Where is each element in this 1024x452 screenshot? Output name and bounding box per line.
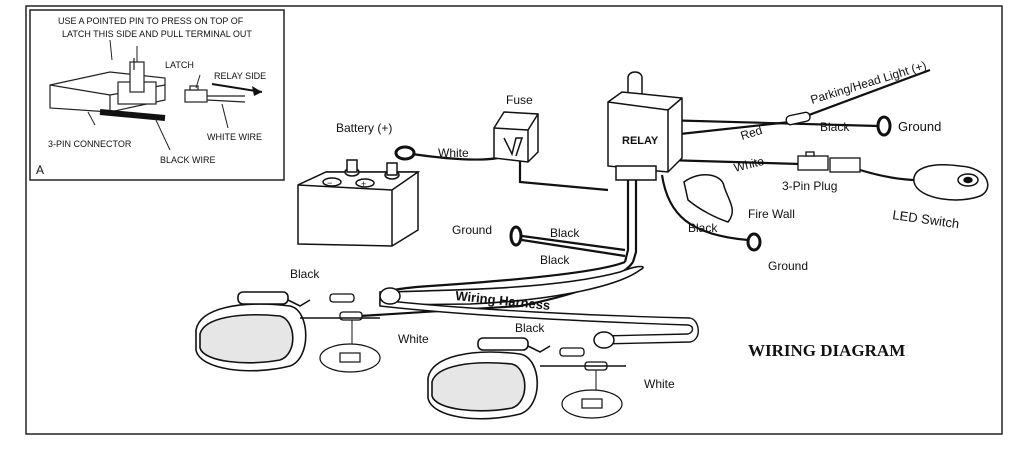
ground-left-label: Ground [452, 223, 492, 237]
svg-text:+: + [361, 179, 366, 189]
battery-white-label: White [438, 146, 469, 160]
right-lamp-detail-connector-icon [581, 398, 603, 409]
wire-relay-to-plug [664, 158, 801, 166]
battery-terminal-ring-icon [394, 145, 416, 161]
ground-right-label: Ground [768, 259, 808, 273]
latch-terminal-icon [184, 85, 246, 103]
ground-left-ring-icon [509, 225, 523, 247]
relay-black-label: Black [820, 120, 850, 134]
plug-label: 3-Pin Plug [782, 179, 837, 193]
black-wire-pointer [154, 117, 171, 151]
inset-border [29, 9, 285, 181]
plug-white-label: White [732, 154, 765, 175]
firewall-black-label: Black [688, 221, 718, 235]
led-switch-icon [913, 164, 989, 201]
three-pin-plug-icon [797, 151, 861, 173]
svg-text:−: − [327, 178, 332, 188]
wire-plug-to-switch [859, 168, 919, 182]
led-switch-label: LED Switch [892, 207, 961, 231]
inset-instruction-2: LATCH THIS SIDE AND PULL TERMINAL OUT [62, 29, 252, 39]
inset-instruction-1: USE A POINTED PIN TO PRESS ON TOP OF [58, 16, 244, 26]
red-wire-label: Red [739, 123, 764, 143]
inset-black-wire-label: BLACK WIRE [160, 155, 216, 165]
fire-wall-label: Fire Wall [748, 207, 795, 221]
right-lamp-connector-icon [559, 347, 585, 357]
fuse-icon [493, 111, 539, 163]
wiring-harness-sleeve [379, 265, 644, 306]
wire-battery-to-fuse [411, 152, 499, 161]
relay-icon [607, 71, 683, 181]
battery-icon: − + [297, 159, 421, 247]
left-lamp-detail-connector-icon [339, 352, 361, 363]
connector-pointer [87, 111, 96, 126]
ground-top-ring-icon [876, 115, 892, 137]
left-lamp-white-label: White [398, 332, 429, 346]
ground-black-label-1: Black [550, 226, 580, 240]
left-lamp-connector-icon [329, 293, 355, 303]
ground-black-label-2: Black [540, 253, 570, 267]
ground-top-label: Ground [898, 119, 941, 134]
wire-relay-to-ground-right [660, 174, 749, 242]
inset-panel-letter: A [36, 163, 44, 177]
diagram-title: WIRING DIAGRAM [748, 341, 905, 360]
right-lamp-black-label: Black [515, 321, 545, 335]
wire-ground-left-2 [521, 238, 626, 258]
parking-light-label: Parking/Head Light (+) [809, 58, 928, 107]
right-lamp-white-label: White [644, 377, 675, 391]
left-lamp-grommet-icon [379, 287, 401, 305]
ground-right-ring-icon [746, 232, 762, 252]
connector-block-icon [49, 58, 166, 113]
black-wire-stub [99, 109, 166, 121]
arrow-head-icon [252, 86, 262, 96]
left-lamp-black-label: Black [290, 267, 320, 281]
battery-label: Battery (+) [336, 121, 392, 135]
inset-connector-label: 3-PIN CONNECTOR [48, 139, 132, 149]
wire-fuse-to-relay [518, 160, 609, 192]
inset-connector-detail: USE A POINTED PIN TO PRESS ON TOP OF LAT… [29, 9, 285, 181]
instruction-pointer [109, 39, 113, 61]
inset-relay-side-label: RELAY SIDE [214, 71, 266, 81]
right-fog-lamp-icon [427, 337, 551, 420]
wire-relay-down-1 [623, 178, 630, 263]
left-fog-lamp-icon [195, 291, 311, 372]
fuse-label: Fuse [506, 93, 533, 107]
latch-pointer [195, 74, 201, 89]
inset-white-wire-label: WHITE WIRE [207, 132, 262, 142]
right-lamp-grommet-icon [593, 331, 615, 349]
white-wire-pointer [221, 103, 229, 129]
fire-wall-icon [683, 174, 733, 223]
wire-relay-down-2 [631, 178, 638, 263]
wire-ground-left [521, 234, 626, 252]
relay-label: RELAY [622, 135, 659, 147]
inset-latch-label: LATCH [165, 60, 194, 70]
inline-fuse-holder-icon [785, 111, 811, 126]
diagram-border [25, 5, 1003, 435]
